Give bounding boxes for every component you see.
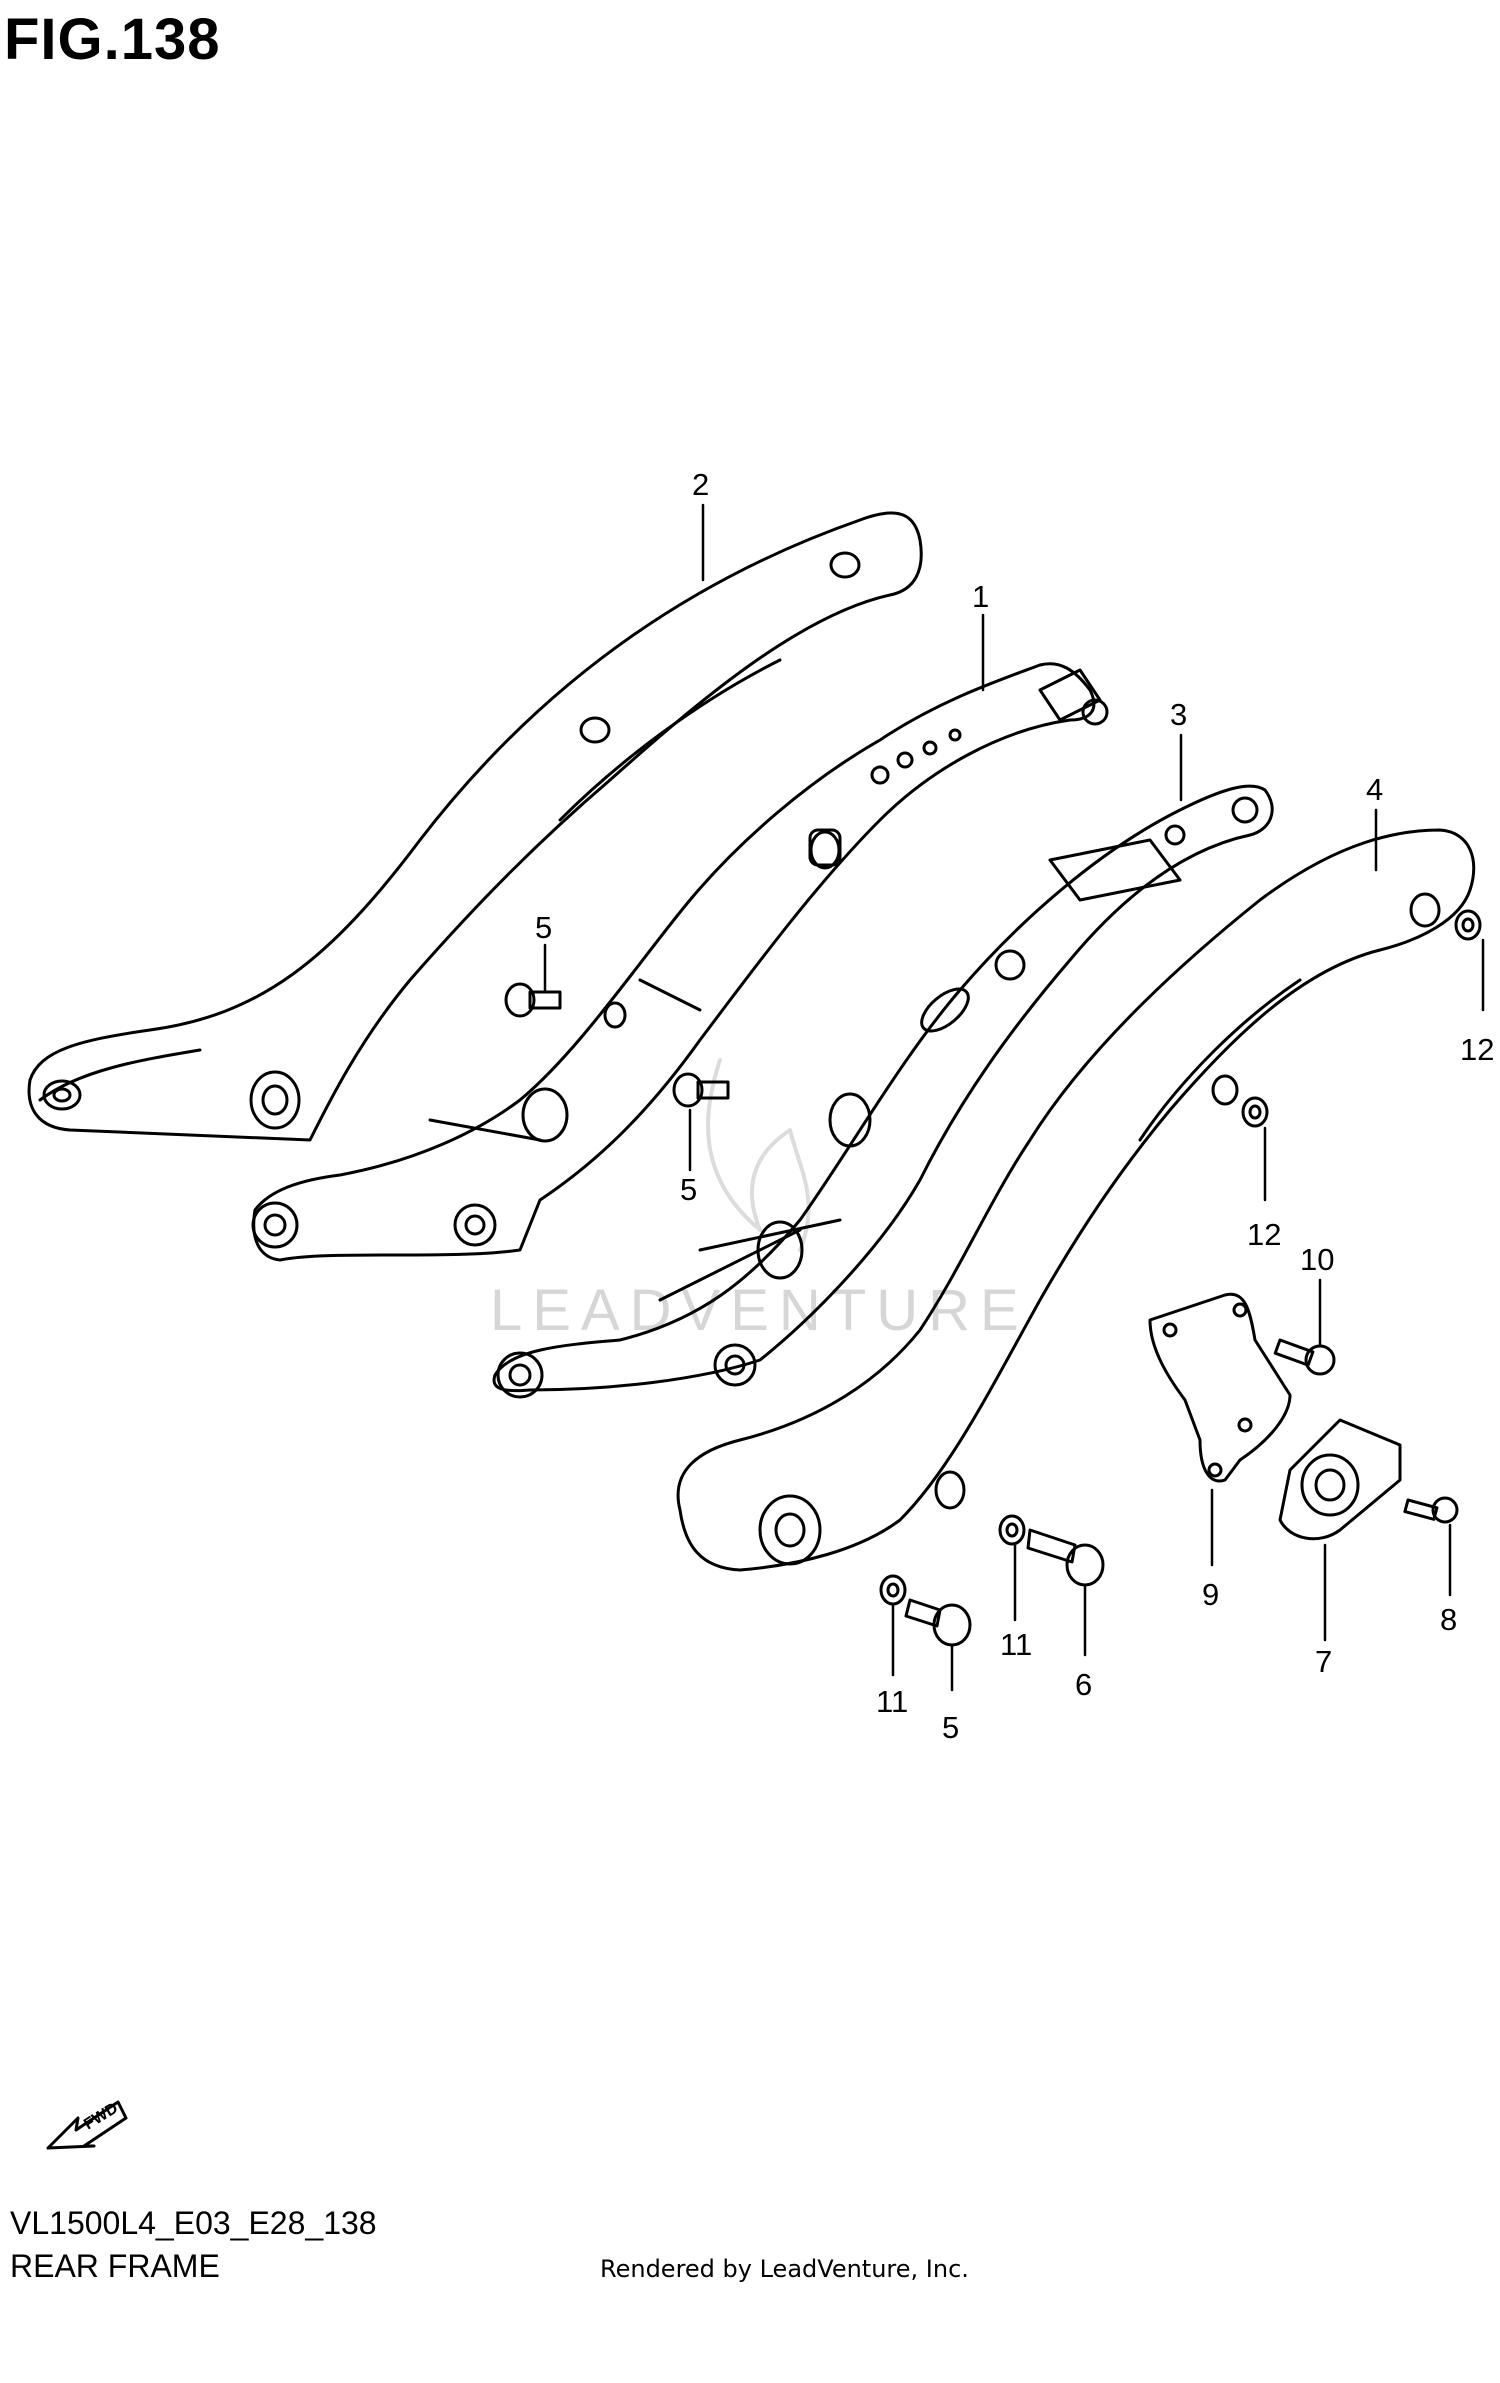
figure-title: FIG.138 [4, 7, 221, 72]
part-6-bolt [1026, 1528, 1105, 1587]
callout-3: 3 [1170, 697, 1187, 732]
part-5-bolt-lower [904, 1598, 972, 1647]
callout-10: 10 [1300, 1242, 1334, 1277]
callout-7: 7 [1315, 1644, 1332, 1679]
diagram-code: VL1500L4_E03_E28_138 [10, 2205, 377, 2241]
leader-lines [543, 503, 1485, 1692]
watermark-text: LEADVENTURE [490, 1278, 1029, 1343]
part-3-centre-frame [492, 784, 1274, 1399]
callout-1: 1 [972, 579, 989, 614]
callout-12-upper: 12 [1460, 1032, 1494, 1067]
part-5-bolt-middle [672, 1072, 730, 1108]
fwd-arrow-icon: FWD [46, 2100, 128, 2150]
diagram-name: REAR FRAME [10, 2248, 220, 2284]
callout-4: 4 [1366, 772, 1383, 807]
part-7-clamp [1278, 1418, 1402, 1541]
callout-6: 6 [1075, 1667, 1092, 1702]
part-1-inner-frame [251, 662, 1109, 1262]
callout-2: 2 [692, 467, 709, 502]
callout-11-left: 11 [876, 1684, 908, 1719]
part-11-washer-right [998, 1514, 1026, 1546]
callout-5-middle: 5 [680, 1172, 697, 1207]
part-12-washer-lower [1241, 1096, 1269, 1128]
part-9-screw [1403, 1496, 1459, 1524]
render-credit: Rendered by LeadVenture, Inc. [600, 2255, 969, 2283]
callout-9: 8 [1440, 1602, 1457, 1637]
callout-5-lower: 5 [942, 1710, 959, 1745]
part-10-bolt [1273, 1338, 1336, 1376]
callout-11-right: 11 [1000, 1627, 1032, 1662]
part-8-bracket [1148, 1292, 1292, 1483]
part-4-frame-rail [676, 828, 1476, 1572]
part-5-bolt-upper [504, 982, 562, 1018]
callout-8: 9 [1202, 1577, 1219, 1612]
part-12-washer-upper [1454, 909, 1482, 941]
callout-5-upper: 5 [535, 910, 552, 945]
part-2-frame-rail [27, 511, 923, 1142]
callout-12-lower: 12 [1247, 1217, 1281, 1252]
part-11-washer-left [879, 1574, 907, 1606]
watermark-logo [706, 1058, 811, 1252]
